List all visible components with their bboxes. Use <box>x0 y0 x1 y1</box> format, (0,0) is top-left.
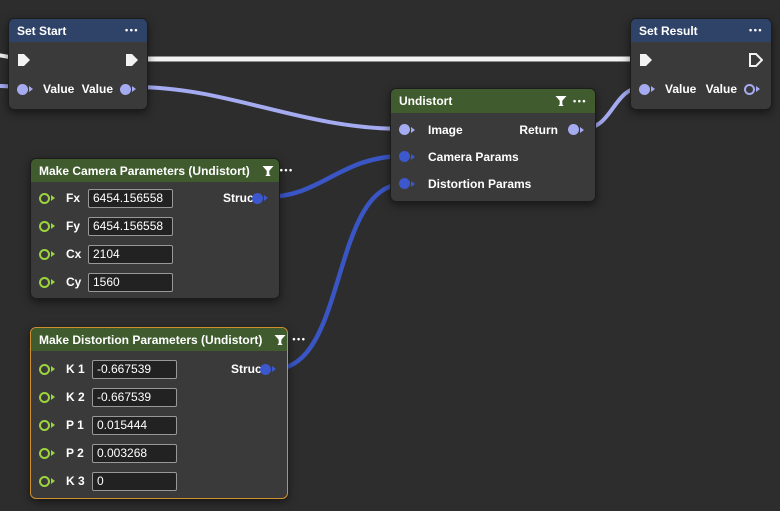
k1-in-pin[interactable] <box>39 363 58 375</box>
node-menu-icon[interactable]: ••• <box>749 25 763 35</box>
k3-in-pin[interactable] <box>39 475 58 487</box>
k1-input[interactable] <box>92 359 177 379</box>
exec-out-pin[interactable] <box>125 53 139 67</box>
return-out-label: Return <box>519 122 558 137</box>
image-in-pin[interactable] <box>399 124 418 135</box>
cx-label: Cx <box>66 247 82 261</box>
return-out-pin[interactable] <box>568 124 587 135</box>
node-set-start-header[interactable]: Set Start ••• <box>9 19 147 42</box>
struct-out-label: Struct <box>231 362 266 376</box>
cy-input[interactable] <box>88 272 173 292</box>
wire-struct-camera-to-undistort[interactable] <box>263 153 407 200</box>
k2-in-pin[interactable] <box>39 391 58 403</box>
funnel-icon <box>262 165 274 177</box>
exec-out-pin[interactable] <box>749 53 763 67</box>
value-out-pin[interactable] <box>120 83 139 95</box>
exec-in-pin[interactable] <box>17 53 31 67</box>
p2-input[interactable] <box>92 443 177 463</box>
node-undistort-header[interactable]: Undistort ••• <box>391 89 595 113</box>
p1-input[interactable] <box>92 415 177 435</box>
fy-label: Fy <box>66 219 81 233</box>
node-set-result[interactable]: Set Result ••• Value Value <box>630 18 772 110</box>
node-menu-icon[interactable]: ••• <box>573 95 587 106</box>
wire-value-setstart-to-undistort-image[interactable] <box>132 85 406 131</box>
node-set-start[interactable]: Set Start ••• Value Value <box>8 18 148 110</box>
value-in-label: Value <box>43 82 75 96</box>
value-out-pin[interactable] <box>744 83 763 95</box>
funnel-icon <box>555 95 567 107</box>
value-out-label: Value <box>705 82 737 96</box>
struct-out-pin[interactable] <box>260 363 279 375</box>
p2-in-pin[interactable] <box>39 447 58 459</box>
node-make-camera-header[interactable]: Make Camera Parameters (Undistort) ••• <box>31 159 292 182</box>
fy-in-pin[interactable] <box>39 220 58 232</box>
k1-label: K 1 <box>66 362 85 376</box>
node-title: Make Distortion Parameters (Undistort) <box>39 332 263 347</box>
value-in-label: Value <box>665 82 697 96</box>
k3-label: K 3 <box>66 474 85 488</box>
fx-label: Fx <box>66 191 81 205</box>
node-make-distortion-header[interactable]: Make Distortion Parameters (Undistort) •… <box>31 328 305 351</box>
fy-input[interactable] <box>88 216 173 236</box>
distortion-params-in-pin[interactable] <box>399 178 418 189</box>
node-menu-icon[interactable]: ••• <box>292 334 307 344</box>
node-make-camera-parameters[interactable]: Make Camera Parameters (Undistort) ••• F… <box>30 158 292 299</box>
value-in-pin[interactable] <box>639 83 658 95</box>
cx-in-pin[interactable] <box>39 248 58 260</box>
value-out-label: Value <box>81 82 113 96</box>
node-set-result-header[interactable]: Set Result ••• <box>631 19 771 42</box>
node-title: Set Result <box>639 23 698 38</box>
node-menu-icon[interactable]: ••• <box>125 25 139 35</box>
node-make-distortion-parameters[interactable]: Make Distortion Parameters (Undistort) •… <box>30 327 305 499</box>
node-title: Set Start <box>17 23 67 38</box>
node-title: Undistort <box>399 94 453 108</box>
node-menu-icon[interactable]: ••• <box>279 165 294 175</box>
value-in-pin[interactable] <box>17 83 36 95</box>
wire-struct-distortion-to-undistort[interactable] <box>271 181 407 372</box>
distortion-params-in-label: Distortion Params <box>428 176 532 191</box>
camera-params-in-pin[interactable] <box>399 151 418 162</box>
image-in-label: Image <box>428 122 463 137</box>
cx-input[interactable] <box>88 244 173 264</box>
camera-params-in-label: Camera Params <box>428 149 519 164</box>
node-undistort[interactable]: Undistort ••• Image Return Camera Params… <box>390 88 596 202</box>
cy-label: Cy <box>66 275 82 289</box>
p1-in-pin[interactable] <box>39 419 58 431</box>
p1-label: P 1 <box>66 418 84 432</box>
k3-input[interactable] <box>92 471 177 491</box>
exec-in-pin[interactable] <box>639 53 653 67</box>
cy-in-pin[interactable] <box>39 276 58 288</box>
struct-out-pin[interactable] <box>252 192 271 204</box>
struct-out-label: Struct <box>223 191 258 205</box>
k2-input[interactable] <box>92 387 177 407</box>
node-title: Make Camera Parameters (Undistort) <box>39 163 250 178</box>
fx-input[interactable] <box>88 188 173 208</box>
fx-in-pin[interactable] <box>39 192 58 204</box>
k2-label: K 2 <box>66 390 85 404</box>
p2-label: P 2 <box>66 446 84 460</box>
funnel-icon <box>274 334 286 346</box>
